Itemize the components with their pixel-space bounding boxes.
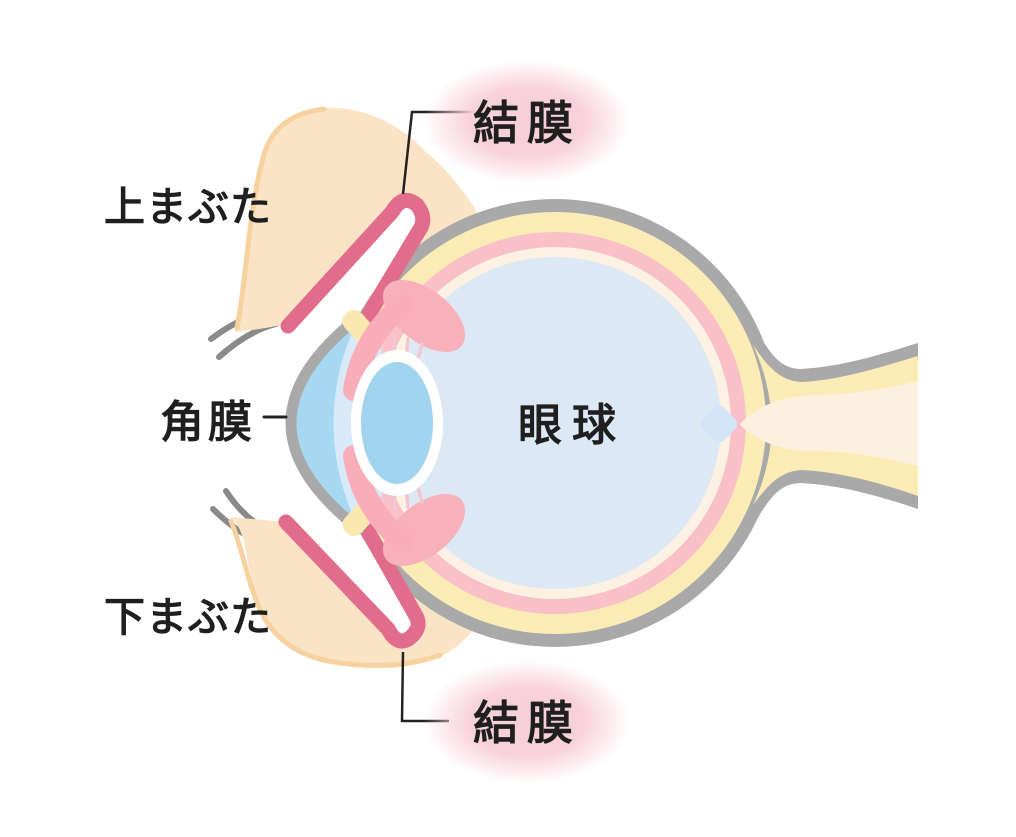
upper-eyelid-edge-highlight (234, 106, 327, 331)
lens (361, 362, 433, 484)
vitreous-circle (389, 257, 721, 589)
optic-nerve-core (740, 381, 918, 466)
label-blob-top (423, 60, 631, 184)
label-eyeball: 眼球 (518, 400, 626, 451)
label-cornea: 角膜 (160, 397, 256, 448)
iris-bottom (343, 445, 413, 552)
label-upper-eyelid: 上まぶた (104, 183, 272, 231)
label-conjunctiva-top: 結膜 (473, 96, 581, 150)
optic-disc (700, 405, 738, 443)
lower-eyelid-edge-highlight (228, 518, 443, 668)
upper-conjunctiva-fold (280, 192, 431, 334)
lower-conjunctiva-fold (278, 511, 426, 649)
label-conjunctiva-bottom: 結膜 (473, 696, 581, 750)
label-lower-eyelid: 下まぶた (104, 593, 272, 641)
cornea-outline (285, 311, 365, 535)
iris-top (343, 294, 413, 401)
label-blob-bottom (423, 660, 631, 784)
